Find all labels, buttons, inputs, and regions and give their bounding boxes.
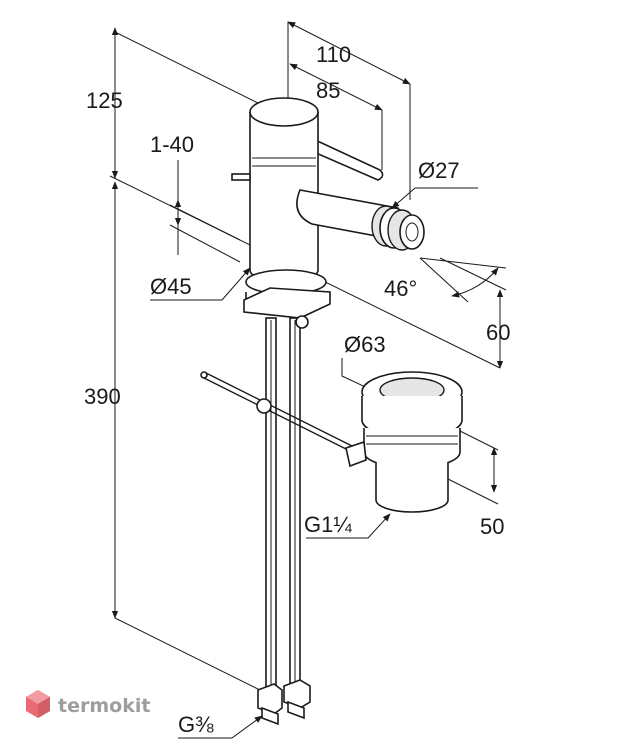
popup-rod-lower (203, 377, 353, 453)
angle-ray-a (419, 257, 507, 269)
ext-line-125-top (114, 31, 269, 109)
dim-label-125: 125 (86, 88, 123, 113)
dim-label-o45: Ø45 (150, 274, 192, 299)
popup-rod-tip (200, 371, 208, 379)
watermark: termokit (26, 690, 150, 718)
waste-tailpiece (375, 462, 449, 513)
dim-label-o63: Ø63 (344, 332, 386, 357)
popup-rod-clamp (256, 398, 272, 414)
lever-handle (296, 130, 384, 181)
hose-fitting-right (283, 679, 311, 709)
ext-line-50-bottom (445, 477, 499, 505)
hose-nut-left (261, 706, 279, 726)
leader-g38 (178, 715, 263, 739)
leader-g114 (306, 513, 391, 539)
dim-110-line (287, 21, 411, 85)
popup-waste (345, 371, 463, 513)
watermark-brand: termokit (58, 695, 150, 717)
supply-hoses (257, 317, 311, 726)
pin-stud (231, 173, 251, 181)
aerator-outlet (405, 222, 419, 242)
dimension-labels: 110 85 125 1-40 Ø27 Ø45 46° 60 Ø63 390 G… (84, 42, 510, 737)
hose-nut-right (287, 700, 305, 720)
aerator-face (399, 214, 425, 250)
ext-line-390-bottom (114, 617, 269, 695)
ext-line-50-top (457, 429, 499, 451)
ext-line-60-top (439, 257, 507, 291)
dim-label-46: 46° (384, 276, 417, 301)
dim-label-50: 50 (480, 514, 504, 539)
popup-rod-upper (203, 371, 353, 447)
dim-label-o27: Ø27 (418, 158, 460, 183)
aerator (371, 205, 425, 251)
popup-rod (200, 371, 353, 453)
dim-label-85: 85 (316, 78, 340, 103)
dim-label-g38: G⅜ (178, 712, 214, 737)
ext-line-1-40-a (169, 204, 241, 241)
dim-label-390: 390 (84, 384, 121, 409)
ext-line-1-40-b (169, 224, 241, 263)
leader-o45 (150, 267, 251, 301)
hose-fitting-left (257, 683, 283, 715)
mixer-body (231, 97, 425, 329)
dim-label-60: 60 (486, 320, 510, 345)
angle-arc-46 (451, 267, 499, 298)
body-top-cap (249, 97, 319, 127)
leader-o27 (391, 187, 478, 209)
dim-label-110: 110 (316, 42, 351, 67)
dim-85-line (289, 63, 383, 111)
termokit-logo-icon (26, 690, 50, 718)
mounting-nut (295, 315, 309, 329)
dim-label-g114: G1¼ (304, 512, 352, 537)
dim-label-1-40: 1-40 (150, 132, 194, 157)
waste-lever-clip (345, 440, 367, 468)
angle-ray-b (419, 257, 469, 303)
mounting-plate (243, 287, 331, 319)
